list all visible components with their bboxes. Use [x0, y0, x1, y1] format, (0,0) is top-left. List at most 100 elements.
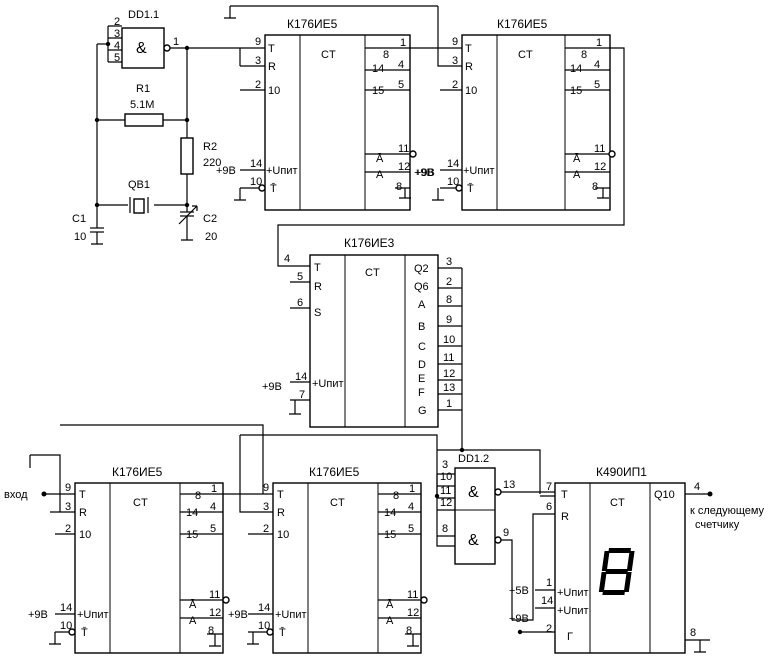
u1-pin15: 15 [372, 85, 384, 97]
u3-out12: 12 [443, 368, 455, 380]
u2-plus9: +9В [414, 167, 434, 179]
u2-label-tbar: T̄ [467, 182, 474, 195]
u4-label-upit: +Uпит [77, 609, 109, 621]
r2-resistor [180, 137, 194, 175]
qb1-name: QB1 [128, 179, 150, 191]
u6-label-g: Г [567, 631, 573, 643]
u1-plus9-right: +9В [415, 167, 435, 179]
r2-name: R2 [203, 141, 217, 153]
u6-ct: CT [610, 497, 625, 509]
r2-value: 220 [203, 157, 221, 169]
u5-label-upit: +Uпит [275, 609, 307, 621]
seven-segment-digit [598, 548, 635, 595]
u1-pin14: 14 [250, 158, 262, 170]
u5-pin3: 3 [263, 501, 269, 513]
u2-label-abar: Ā [573, 153, 581, 165]
dd12-pin12: 12 [440, 497, 452, 509]
u4-pin10: 10 [60, 620, 72, 632]
u4-pin8a: 8 [195, 490, 201, 502]
u5-pin12: 12 [407, 607, 419, 619]
dd12-pin8: 8 [442, 523, 448, 535]
u6-display-driver: К490ИП1 CT T R +Uпит +Uпит Г 7 6 1 14 2 … [509, 465, 765, 654]
u3-label-g: G [418, 405, 427, 417]
u5-counter: К176ИЕ5 CT T R 10 +Uпит T̄ Ā A 9 3 2 14 … [60, 424, 438, 654]
dd12-pin3: 3 [442, 459, 448, 471]
dd12-pin11: 11 [440, 485, 451, 497]
u2-pin3: 3 [452, 55, 458, 67]
u3-pin6: 6 [297, 297, 303, 309]
u3-label-a: A [418, 299, 426, 311]
u3-label-s: S [314, 307, 321, 319]
u2-pin15: 15 [570, 85, 582, 97]
u4-pin8b: 8 [208, 625, 214, 637]
u5-pin11: 11 [407, 589, 418, 601]
u4-label-10: 10 [79, 529, 91, 541]
u3-out10: 10 [443, 334, 455, 346]
r1-value: 5.1M [130, 99, 154, 111]
u3-label-d: D [418, 359, 426, 371]
u4-pin12: 12 [209, 607, 221, 619]
u4-label-a: A [189, 615, 197, 627]
u6-pin1: 1 [546, 577, 552, 589]
dd12-pin13: 13 [503, 479, 515, 491]
u4-plus9: +9В [28, 609, 48, 621]
u1-pin9: 9 [255, 36, 261, 48]
dd11-pin-in-2: 3 [114, 28, 120, 40]
u3-label-t: T [314, 262, 321, 274]
u6-pin8: 8 [690, 627, 696, 639]
dd12-symbol-b: & [468, 532, 479, 549]
u5-name: К176ИЕ5 [309, 465, 360, 479]
u3-label-q6: Q6 [414, 281, 429, 293]
u5-out1: 1 [409, 483, 415, 495]
u1-plus9: +9В [216, 165, 236, 177]
u1-pin14r: 14 [372, 63, 384, 75]
r1-name: R1 [136, 83, 150, 95]
u3-label-e: E [418, 373, 425, 385]
dd12-pin10: 10 [440, 471, 452, 483]
u5-plus9: +9В [228, 609, 248, 621]
u2-pin14: 14 [447, 158, 459, 170]
u1-pin2: 2 [255, 79, 261, 91]
u4-pin2: 2 [65, 523, 71, 535]
u2-label-upit: +Uпит [463, 165, 495, 177]
u4-pin14: 14 [60, 602, 72, 614]
u5-pin9: 9 [263, 482, 269, 494]
u1-pin12: 12 [398, 161, 410, 173]
c1-name: C1 [72, 213, 86, 225]
dd11-pin-in-4: 5 [114, 52, 120, 64]
dd12-gates: DD1.2 & & 3 10 11 12 8 13 9 [434, 447, 555, 620]
u5-pin8b: 8 [406, 625, 412, 637]
u2-ct: CT [518, 49, 533, 61]
u4-label-r: R [79, 507, 87, 519]
u4-out1: 1 [211, 483, 217, 495]
u4-pin14r: 14 [186, 507, 198, 519]
u1-out4: 4 [398, 59, 404, 71]
u1-label-abar: Ā [376, 153, 384, 165]
u3-label-q2: Q2 [414, 263, 429, 275]
u5-label-t: T [277, 489, 284, 501]
u3-name: К176ИЕ3 [344, 236, 395, 250]
u4-label-t: T [79, 489, 86, 501]
u3-pin4: 4 [284, 253, 290, 265]
u2-pin9: 9 [452, 36, 458, 48]
dd12-symbol-a: & [468, 484, 479, 501]
c2-value: 20 [205, 231, 217, 243]
u3-out9: 9 [446, 314, 452, 326]
u3-label-upit: +Uпит [312, 378, 344, 390]
u2-label-10: 10 [465, 85, 477, 97]
u3-out2: 2 [446, 276, 452, 288]
u1-label-t: T [268, 43, 275, 55]
u5-ct: CT [330, 497, 345, 509]
u5-label-r: R [277, 507, 285, 519]
u2-out1: 1 [596, 37, 602, 49]
u4-pin15: 15 [186, 529, 198, 541]
dd11-name: DD1.1 [128, 9, 159, 21]
c1-value: 10 [74, 231, 86, 243]
u5-label-10: 10 [277, 529, 289, 541]
u2-out4: 4 [594, 59, 600, 71]
u6-label-r: R [561, 511, 569, 523]
u6-pin6: 6 [546, 501, 552, 513]
u2-pin14r: 14 [570, 63, 582, 75]
dd11-pin-in-1: 2 [114, 16, 120, 28]
next-counter-line2: счетчику [695, 519, 740, 531]
